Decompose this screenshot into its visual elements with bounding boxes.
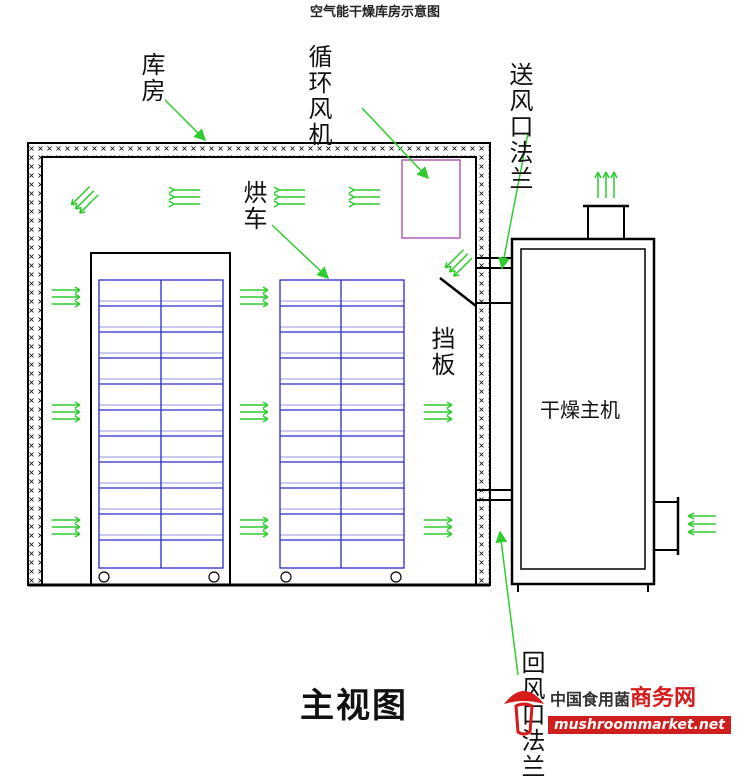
baffle-plate — [439, 277, 477, 307]
circulation-fan-box — [401, 159, 461, 239]
label-baffle: 挡板 — [427, 326, 455, 378]
airflow-arrows — [52, 171, 716, 538]
dryer-host-unit — [510, 204, 680, 592]
cart-shelves — [99, 300, 404, 541]
label-supply-flange: 送风口法兰 — [505, 62, 533, 192]
cart-wheels — [98, 571, 402, 583]
watermark-url: mushroommarket.net — [548, 716, 731, 734]
label-warehouse: 库房 — [137, 52, 165, 104]
mushroom-logo-icon — [504, 691, 544, 736]
watermark: 中国食用菌商务网 mushroommarket.net — [500, 676, 748, 738]
leader-lines — [164, 99, 529, 676]
label-dryer-cart: 烘车 — [239, 180, 267, 232]
watermark-site-cn: 中国食用菌商务网 — [550, 686, 697, 711]
diagram-canvas — [27, 99, 716, 676]
label-main-view: 主视图 — [300, 686, 408, 726]
dryer-cart-right — [279, 279, 405, 569]
label-dryer-host: 干燥主机 — [540, 398, 620, 422]
label-circulation-fan: 循环风机 — [304, 44, 332, 148]
dryer-cart-left — [90, 252, 231, 585]
diagram-title: 空气能干燥库房示意图 — [309, 5, 440, 20]
duct-pipes — [477, 257, 512, 501]
warehouse-wall — [27, 142, 491, 587]
